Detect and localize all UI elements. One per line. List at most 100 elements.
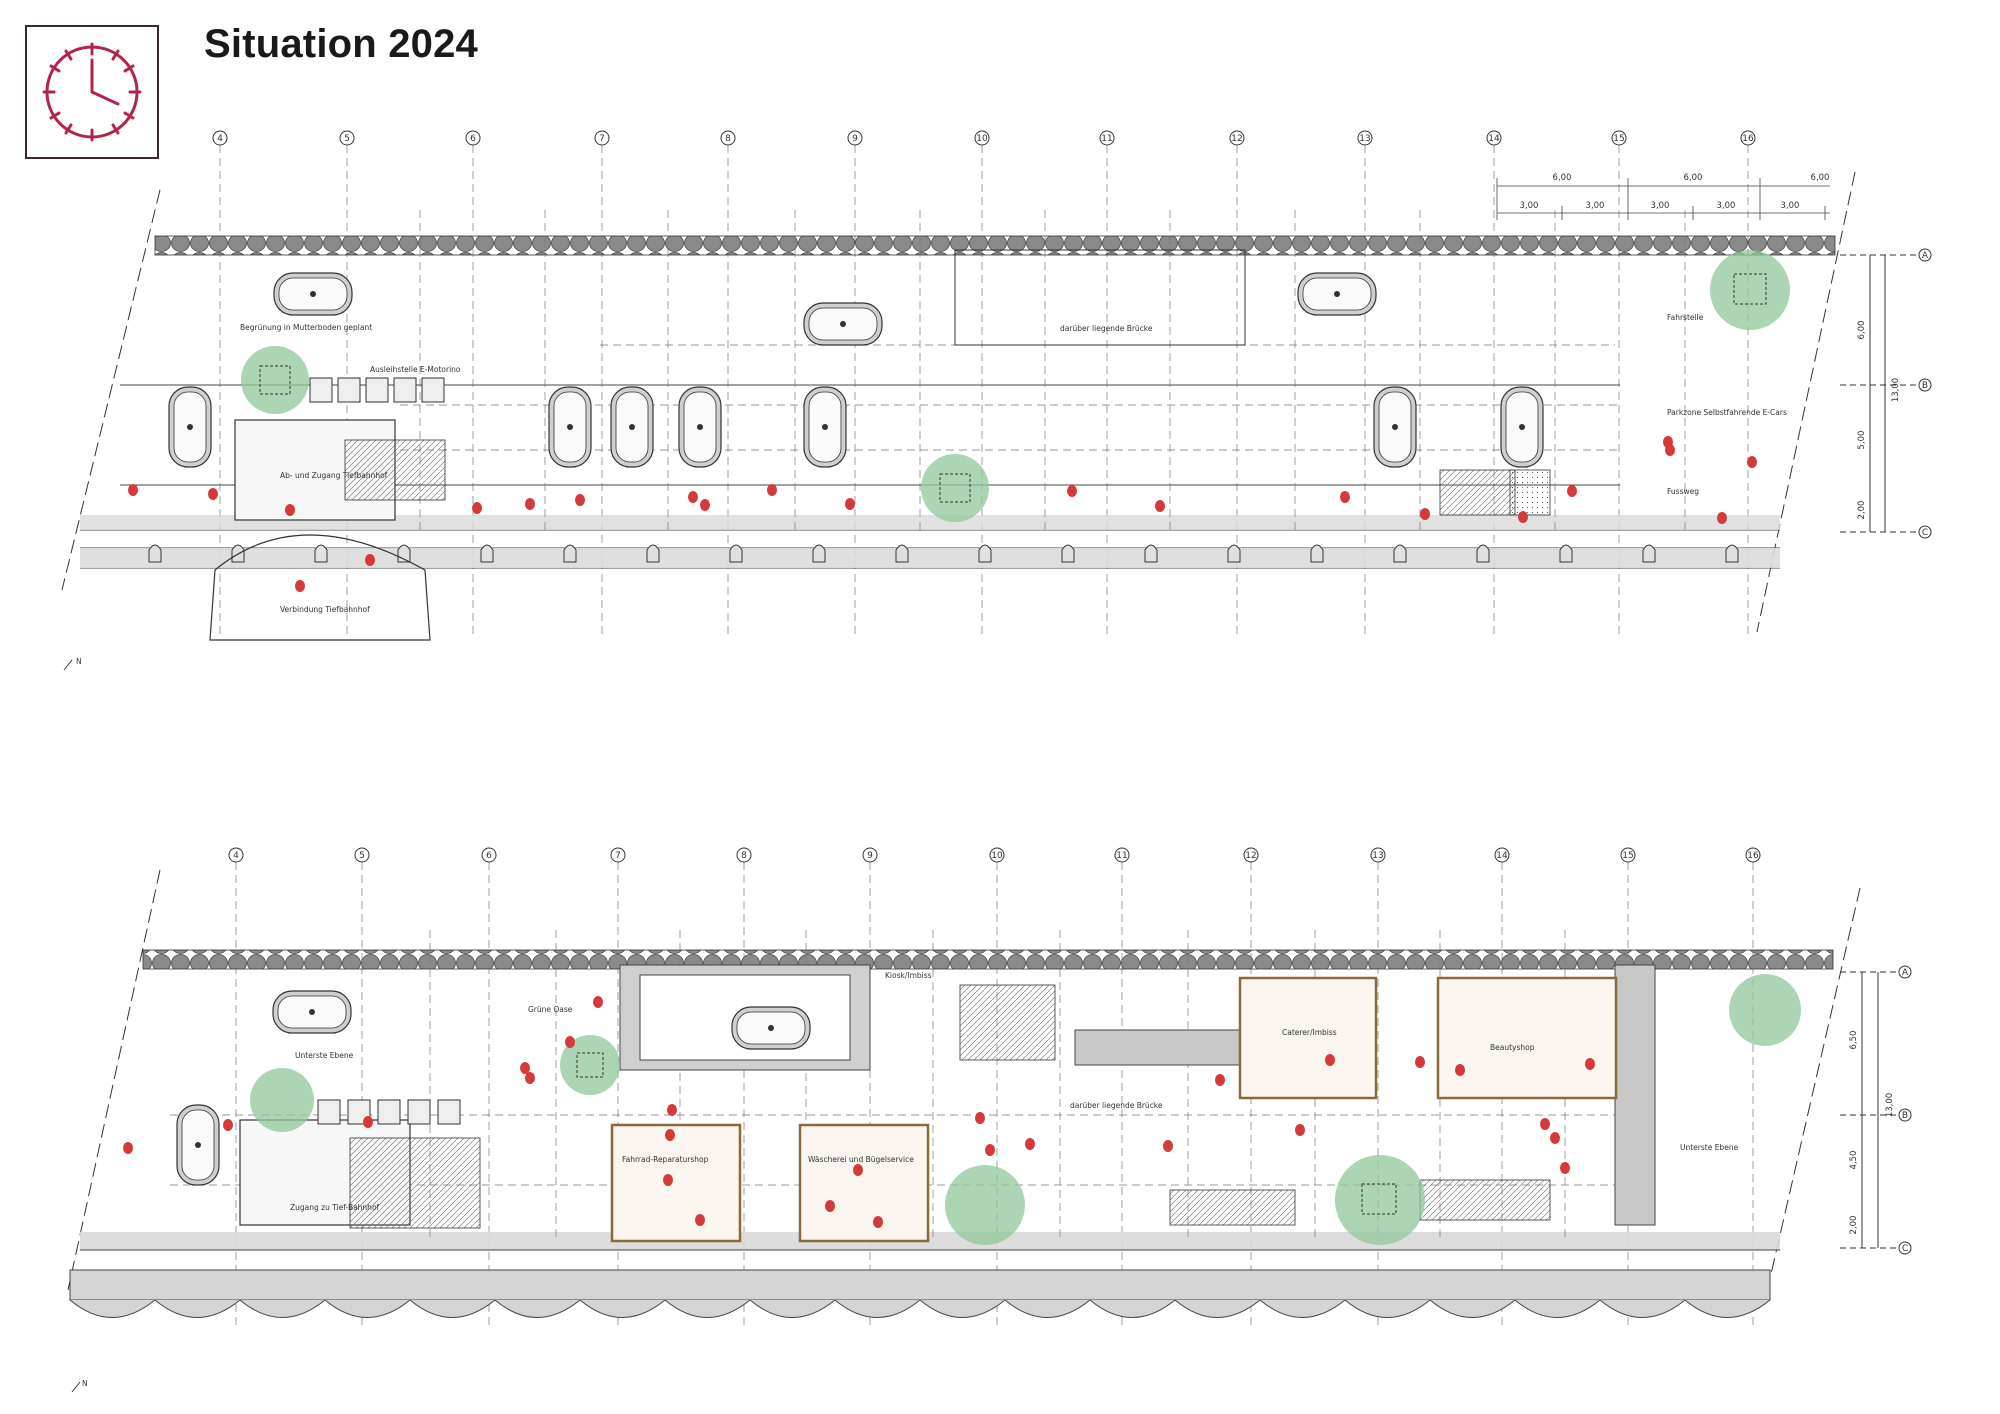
- column-axis-marker: [1370, 847, 1386, 863]
- column-axis-label: 9: [867, 851, 873, 861]
- person-icon: [363, 1116, 373, 1128]
- label-gruene-oase: Grüne Oase: [528, 1005, 573, 1014]
- column-axis-marker: [354, 847, 370, 863]
- label-unterste-ebene-right: Unterste Ebene: [1680, 1143, 1739, 1152]
- station-entrance-top: [209, 419, 446, 641]
- column-axis-marker: [847, 130, 863, 146]
- person-icon: [873, 1216, 883, 1228]
- column-axis-marker: [481, 847, 497, 863]
- column-axis-marker: [1745, 847, 1761, 863]
- person-icon: [1163, 1140, 1173, 1152]
- shop-fahrrad: [610, 1123, 742, 1243]
- north-arrow-icon: N: [71, 1379, 88, 1393]
- column-axis-label: 6: [470, 134, 476, 144]
- label-bruecke-top: darüber liegende Brücke: [1060, 324, 1153, 333]
- label-beautyshop: Beautyshop: [1490, 1043, 1535, 1052]
- label-caterer: Caterer/Imbiss: [1282, 1028, 1337, 1037]
- person-icon: [667, 1104, 677, 1116]
- column-axis-marker: [1229, 130, 1245, 146]
- person-icon: [853, 1164, 863, 1176]
- north-label-top: N: [76, 657, 82, 666]
- column-axis-label: 6: [486, 851, 492, 861]
- column-axis-marker: [989, 847, 1005, 863]
- cars-bottom: [176, 990, 811, 1186]
- person-icon: [123, 1142, 133, 1154]
- person-icon: [575, 494, 585, 506]
- shop-beauty: [1436, 976, 1618, 1100]
- column-axis-label: 8: [741, 851, 747, 861]
- row-axis-C-top: C: [1922, 528, 1928, 538]
- column-axis-marker: [974, 130, 990, 146]
- person-icon: [1215, 1074, 1225, 1086]
- column-axis-marker: [1357, 130, 1373, 146]
- people-bottom: [123, 996, 1595, 1228]
- column-axis-label: 10: [991, 851, 1003, 861]
- column-axis-label: 11: [1101, 134, 1112, 144]
- column-axis-label: 10: [976, 134, 988, 144]
- column-axis-marker: [862, 847, 878, 863]
- tree-bottom-3: [945, 1165, 1025, 1245]
- column-axis-marker: [594, 130, 610, 146]
- stone-wall-bottom: [142, 949, 1834, 970]
- row-axes-bottom: [1840, 965, 1912, 1255]
- person-icon: [975, 1112, 985, 1124]
- person-icon: [665, 1129, 675, 1141]
- dim-top-1: 6,00: [1553, 173, 1572, 183]
- column-axis-label: 13: [1372, 851, 1383, 861]
- person-icon: [825, 1200, 835, 1212]
- label-bruecke-bottom: darüber liegende Brücke: [1070, 1101, 1163, 1110]
- person-icon: [365, 554, 375, 566]
- dim-side-3-bottom: 2,00: [1849, 1216, 1859, 1235]
- dim-sub-5: 3,00: [1781, 201, 1800, 211]
- column-axis-label: 16: [1747, 851, 1759, 861]
- column-axis-label: 7: [599, 134, 605, 144]
- tree-top-3: [1710, 250, 1790, 330]
- clock-icon: [25, 25, 159, 159]
- label-ausleihstelle: Ausleihstelle E-Motorino: [370, 365, 461, 374]
- label-waescherei: Wäscherei und Bügelservice: [808, 1155, 914, 1164]
- label-fahrstelle: Fahrstelle: [1667, 313, 1704, 322]
- person-icon: [1540, 1118, 1550, 1130]
- column-axis-marker: [736, 847, 752, 863]
- bollards-top: [148, 544, 1739, 563]
- riverbank-bottom: [69, 1269, 1771, 1301]
- tree-bottom-5: [1729, 974, 1801, 1046]
- column-axis-marker: [228, 847, 244, 863]
- person-icon: [1325, 1054, 1335, 1066]
- tree-top-1: [241, 346, 309, 414]
- column-axis-marker: [720, 130, 736, 146]
- column-axis-label: 15: [1613, 134, 1624, 144]
- person-icon: [845, 498, 855, 510]
- dim-total-top: 13,00: [1891, 378, 1901, 402]
- person-icon: [1420, 508, 1430, 520]
- column-axis-marker: [1243, 847, 1259, 863]
- person-icon: [1585, 1058, 1595, 1070]
- person-icon: [525, 498, 535, 510]
- column-axis-label: 9: [852, 134, 858, 144]
- person-icon: [695, 1214, 705, 1226]
- column-axis-marker: [465, 130, 481, 146]
- column-axis-marker: [1740, 130, 1756, 146]
- people-top: [128, 436, 1757, 592]
- tree-bottom-1: [250, 1068, 314, 1132]
- stone-wall-top: [154, 235, 1836, 256]
- shop-caterer: [1238, 976, 1378, 1100]
- column-axis-label: 5: [359, 851, 365, 861]
- label-abgang: Ab- und Zugang Tiefbahnhof: [280, 471, 388, 480]
- north-label-bottom: N: [82, 1379, 88, 1388]
- person-icon: [1415, 1056, 1425, 1068]
- column-axis-label: 14: [1496, 851, 1508, 861]
- column-axis-label: 11: [1116, 851, 1127, 861]
- dim-side-3-top: 2,00: [1857, 501, 1867, 520]
- row-axes-top: [1840, 248, 1932, 539]
- person-icon: [767, 484, 777, 496]
- dimension-chain-top: [1496, 178, 1830, 220]
- column-axis-label: 8: [725, 134, 731, 144]
- cars-top: [168, 272, 1544, 468]
- column-axis-marker: [1099, 130, 1115, 146]
- tree-top-2: [921, 454, 989, 522]
- column-axis-label: 16: [1742, 134, 1754, 144]
- column-axis-label: 12: [1245, 851, 1256, 861]
